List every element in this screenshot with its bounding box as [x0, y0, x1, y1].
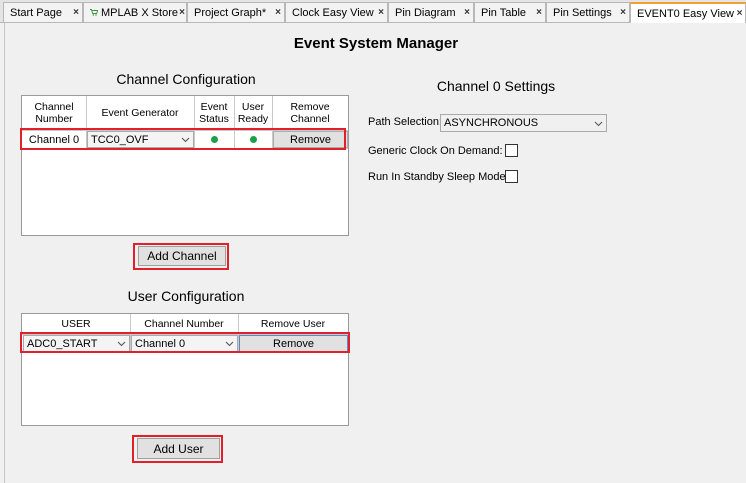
- event-generator-select[interactable]: TCC0_OVF: [87, 131, 194, 148]
- event-status-cell: [195, 131, 234, 148]
- close-icon[interactable]: ×: [275, 7, 281, 18]
- col-header-user: USER: [61, 318, 91, 330]
- path-selection-select[interactable]: ASYNCHRONOUS: [440, 114, 607, 132]
- editor-tab-bar: Start Page × MPLAB X Store × Project Gra…: [0, 0, 746, 23]
- user-ready-cell: [235, 131, 272, 148]
- user-table: USER Channel Number Remove User ADC0_STA…: [21, 313, 349, 426]
- chevron-down-icon: [181, 137, 190, 143]
- cart-icon: [90, 9, 98, 16]
- tab-pin-diagram[interactable]: Pin Diagram ×: [388, 2, 474, 22]
- channel-table: Channel Number Event Generator Event Sta…: [21, 95, 349, 236]
- tab-clock-easy-view[interactable]: Clock Easy View ×: [285, 2, 388, 22]
- generic-clock-checkbox[interactable]: [505, 144, 518, 157]
- user-config-title: User Configuration: [127, 288, 245, 304]
- path-selection-label: Path Selection:: [368, 116, 442, 128]
- tab-pin-table[interactable]: Pin Table ×: [474, 2, 546, 22]
- tab-label: Clock Easy View: [292, 6, 374, 19]
- channel-settings-title: Channel 0 Settings: [436, 78, 556, 94]
- chevron-down-icon: [594, 121, 603, 126]
- col-header-event-status: Event Status: [199, 101, 229, 125]
- user-value: ADC0_START: [27, 337, 98, 350]
- remove-user-button[interactable]: Remove: [239, 335, 348, 352]
- user-channel-select[interactable]: Channel 0: [131, 335, 238, 352]
- col-header-channel-number: Channel Number: [34, 101, 74, 125]
- close-icon[interactable]: ×: [378, 7, 384, 18]
- tab-event0-easy-view[interactable]: EVENT0 Easy View ×: [630, 2, 746, 23]
- col-header-remove-user: Remove User: [260, 318, 326, 330]
- page-title: Event System Manager: [293, 35, 459, 52]
- close-icon[interactable]: ×: [736, 8, 743, 19]
- channel-number-cell: Channel 0: [28, 133, 80, 146]
- close-icon[interactable]: ×: [179, 7, 185, 18]
- user-ready-indicator: [250, 136, 257, 143]
- chevron-down-icon: [117, 341, 126, 347]
- channel-config-title: Channel Configuration: [116, 71, 256, 87]
- tab-label: Pin Diagram: [395, 6, 456, 19]
- tab-label: EVENT0 Easy View: [637, 7, 735, 20]
- tab-start-page[interactable]: Start Page ×: [3, 2, 83, 22]
- tab-pin-settings[interactable]: Pin Settings ×: [546, 2, 630, 22]
- tab-label: MPLAB X Store: [100, 6, 179, 19]
- user-channel-value: Channel 0: [135, 337, 186, 350]
- close-icon[interactable]: ×: [620, 7, 626, 18]
- tab-label: Pin Settings: [553, 6, 612, 19]
- tab-label: Pin Table: [481, 6, 527, 19]
- col-header-user-ready: User Ready: [237, 101, 269, 125]
- close-icon[interactable]: ×: [464, 7, 470, 18]
- user-select[interactable]: ADC0_START: [23, 335, 130, 352]
- close-icon[interactable]: ×: [536, 7, 542, 18]
- col-header-channel-number: Channel Number: [144, 318, 224, 330]
- event-status-indicator: [211, 136, 218, 143]
- add-user-button[interactable]: Add User: [137, 438, 220, 459]
- col-header-remove-channel: Remove Channel: [290, 101, 330, 125]
- add-channel-button[interactable]: Add Channel: [138, 246, 226, 266]
- event-system-panel: Event System Manager Channel Configurati…: [4, 23, 746, 483]
- tab-label: Project Graph*: [194, 6, 267, 19]
- tab-mplab-x-store[interactable]: MPLAB X Store ×: [83, 2, 187, 22]
- chevron-down-icon: [225, 341, 234, 347]
- event-generator-value: TCC0_OVF: [91, 133, 149, 146]
- tab-project-graph[interactable]: Project Graph* ×: [187, 2, 285, 22]
- generic-clock-label: Generic Clock On Demand:: [368, 145, 503, 157]
- close-icon[interactable]: ×: [73, 7, 79, 18]
- col-header-event-generator: Event Generator: [101, 107, 179, 119]
- run-in-standby-label: Run In Standby Sleep Mode:: [368, 171, 509, 183]
- tab-label: Start Page: [10, 6, 62, 19]
- path-selection-value: ASYNCHRONOUS: [444, 117, 539, 129]
- run-in-standby-checkbox[interactable]: [505, 170, 518, 183]
- remove-channel-button[interactable]: Remove: [273, 131, 348, 148]
